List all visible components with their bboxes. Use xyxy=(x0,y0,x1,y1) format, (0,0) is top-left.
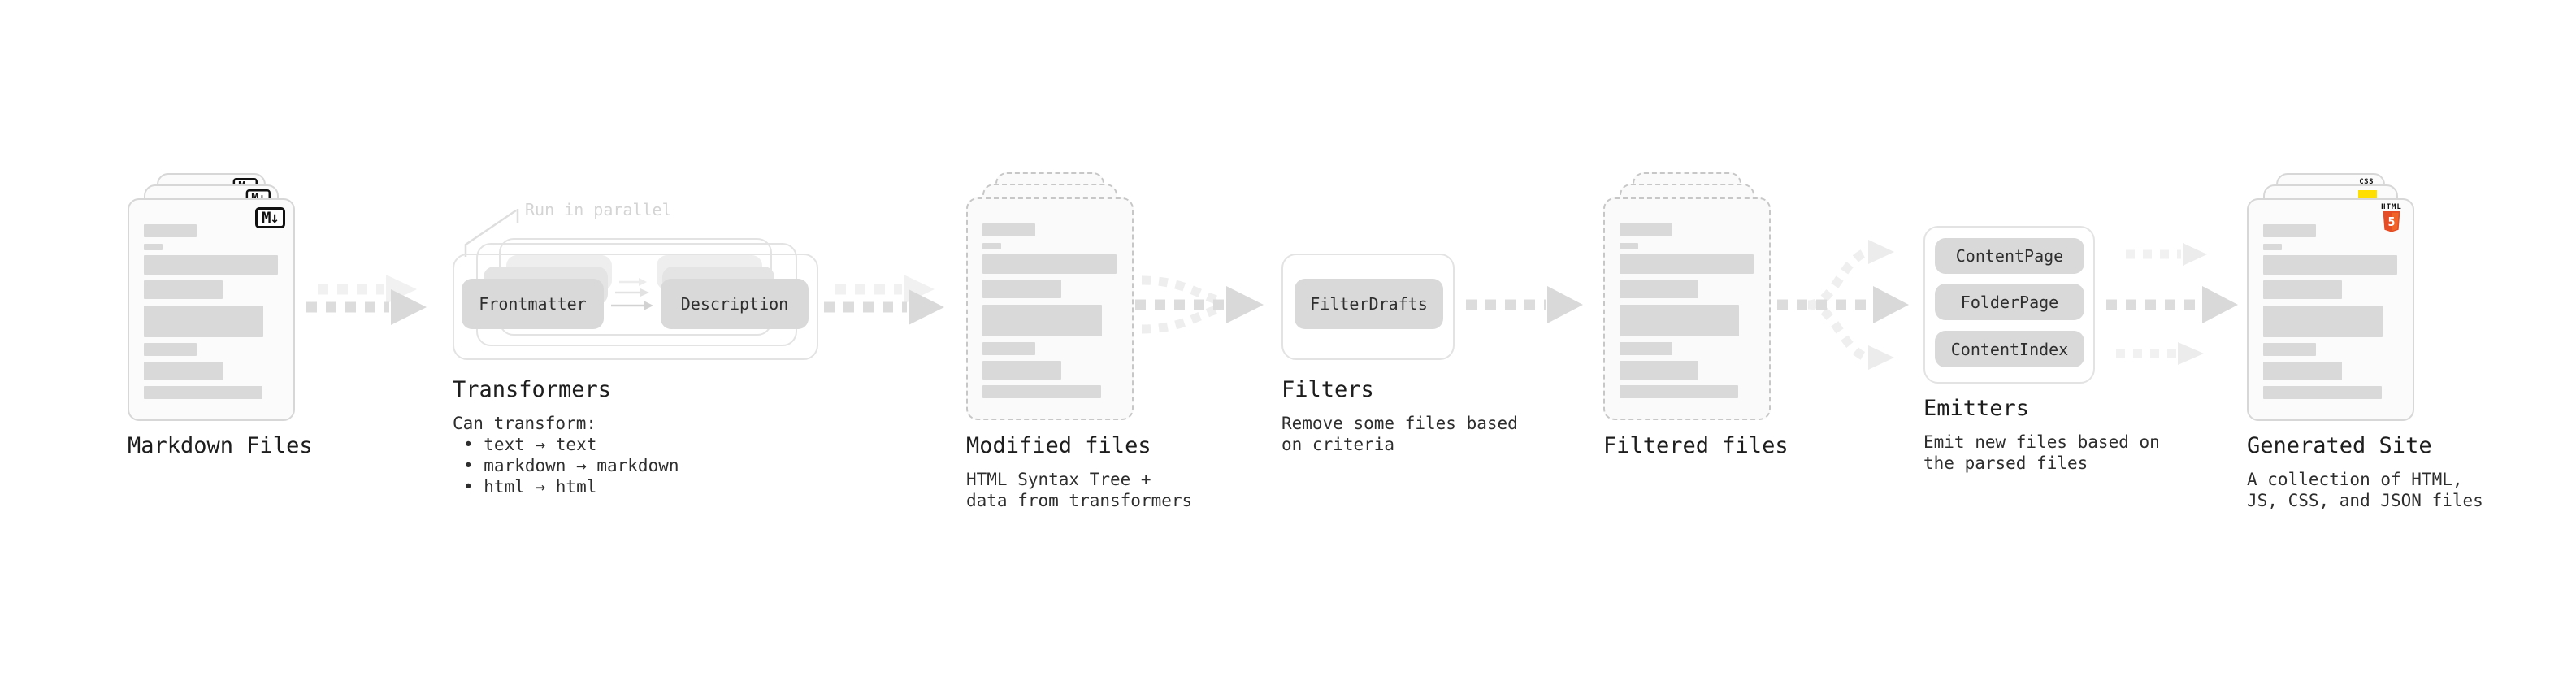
markdown-file-card: M↓ xyxy=(128,198,295,421)
placeholder-text-line xyxy=(1620,385,1738,398)
placeholder-text-line xyxy=(982,243,1001,249)
modified-files-title: Modified files xyxy=(966,433,1151,458)
filters-description: Remove some files based on criteria xyxy=(1281,414,1518,454)
site-file-card: HTML 5 xyxy=(2247,198,2414,421)
placeholder-text-line xyxy=(982,223,1035,236)
frontmatter-chip: Frontmatter xyxy=(462,279,604,329)
contentindex-chip: ContentIndex xyxy=(1935,331,2084,367)
placeholder-text-line xyxy=(982,342,1035,355)
triple-arrow-icon xyxy=(2106,243,2238,365)
placeholder-text-line xyxy=(2263,362,2342,380)
placeholder-text-line xyxy=(144,255,278,275)
transformers-description: Can transform: • text → text • markdown … xyxy=(453,414,679,497)
markdown-files-stack: M↓ M↓ M↓ xyxy=(128,173,295,421)
generated-site-description: A collection of HTML, JS, CSS, and JSON … xyxy=(2247,470,2483,510)
placeholder-text-line xyxy=(144,306,263,337)
placeholder-text-line xyxy=(144,343,197,356)
modified-files-stack xyxy=(966,172,1134,420)
emitters-description: Emit new files based on the parsed files xyxy=(1923,432,2160,473)
placeholder-text-line xyxy=(144,244,163,250)
markdown-icon: M↓ xyxy=(255,207,285,228)
parallel-arrows-icon xyxy=(611,278,653,310)
placeholder-text-line xyxy=(982,254,1117,274)
filtered-files-stack xyxy=(1603,172,1771,420)
transformers-title: Transformers xyxy=(453,377,612,402)
transformers-node: Frontmatter Description xyxy=(453,230,822,364)
placeholder-text-line xyxy=(144,386,262,399)
placeholder-text-line xyxy=(1620,361,1698,380)
filters-box: FilterDrafts xyxy=(1281,254,1455,360)
placeholder-text-line xyxy=(2263,255,2397,275)
placeholder-text-line xyxy=(144,224,197,237)
svg-text:5: 5 xyxy=(2387,215,2395,229)
emitters-box: ContentPage FolderPage ContentIndex xyxy=(1923,226,2095,384)
placeholder-text-line xyxy=(2263,306,2383,337)
emitters-title: Emitters xyxy=(1923,396,2030,421)
placeholder-text-line xyxy=(2263,244,2282,250)
flow-arrow-icon xyxy=(306,275,427,325)
placeholder-text-line xyxy=(144,280,223,299)
modified-files-description: HTML Syntax Tree + data from transformer… xyxy=(966,470,1193,510)
run-in-parallel-label: Run in parallel xyxy=(525,200,672,219)
placeholder-text-line xyxy=(2263,280,2342,299)
placeholder-text-line xyxy=(1620,243,1638,249)
diverge-arrow-icon xyxy=(1777,240,1909,370)
placeholder-text-line xyxy=(1620,254,1754,274)
html5-icon: HTML 5 xyxy=(2381,204,2402,237)
folderpage-chip: FolderPage xyxy=(1935,284,2084,320)
placeholder-text-line xyxy=(2263,224,2316,237)
javascript-icon xyxy=(2358,190,2377,201)
placeholder-text-line xyxy=(1620,342,1672,355)
flow-arrow-icon xyxy=(1466,286,1583,323)
filtered-files-title: Filtered files xyxy=(1603,433,1789,458)
placeholder-text-line xyxy=(982,305,1102,336)
markdown-files-title: Markdown Files xyxy=(128,433,313,458)
placeholder-text-line xyxy=(1620,280,1698,298)
transformer-box xyxy=(453,254,818,360)
filterdrafts-chip: FilterDrafts xyxy=(1295,279,1443,329)
callout-line-icon xyxy=(464,209,519,257)
placeholder-text-line xyxy=(144,362,223,380)
placeholder-text-line xyxy=(1620,223,1672,236)
placeholder-text-line xyxy=(2263,386,2382,399)
generated-site-title: Generated Site xyxy=(2247,433,2432,458)
placeholder-text-line xyxy=(982,361,1061,380)
description-chip: Description xyxy=(661,279,809,329)
filtered-file-card xyxy=(1603,197,1771,420)
contentpage-chip: ContentPage xyxy=(1935,238,2084,274)
placeholder-text-line xyxy=(2263,343,2316,356)
placeholder-text-line xyxy=(982,280,1061,298)
filters-title: Filters xyxy=(1281,377,1374,402)
generated-site-stack: CSS HTML 5 xyxy=(2247,173,2414,421)
converge-arrow-icon xyxy=(1135,275,1264,334)
placeholder-text-line xyxy=(1620,305,1739,336)
flow-arrow-icon xyxy=(824,275,944,325)
modified-file-card xyxy=(966,197,1134,420)
placeholder-text-line xyxy=(982,385,1101,398)
